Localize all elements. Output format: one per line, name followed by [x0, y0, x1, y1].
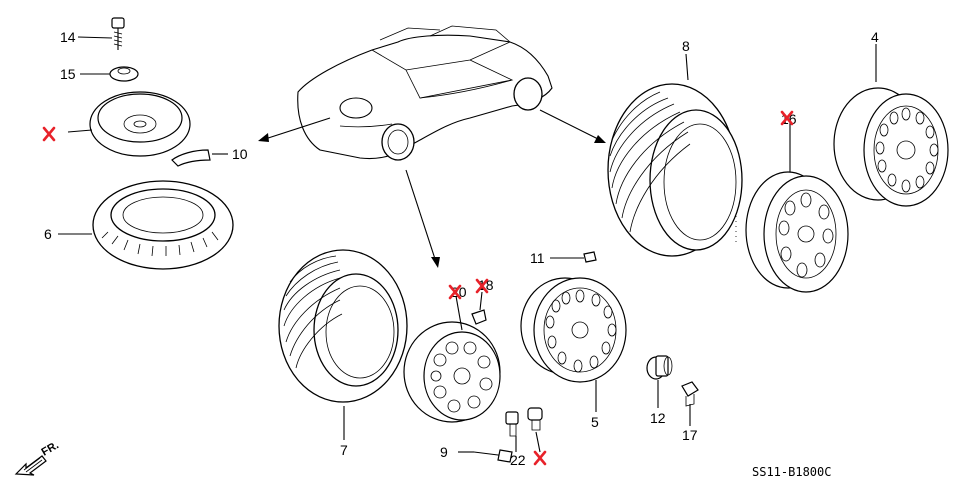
leader-arrows — [258, 109, 606, 268]
fr-label: FR. — [40, 439, 61, 458]
x-mark-18 — [475, 278, 489, 294]
x-mark-spare-wheel — [42, 126, 56, 142]
leader-lines — [58, 36, 877, 453]
car-outline — [297, 25, 553, 161]
label-10: 10 — [232, 146, 248, 162]
wheel-4-icon — [833, 87, 949, 207]
x-mark-16 — [780, 110, 794, 126]
spare-wheel-label-sticker-icon — [171, 149, 211, 167]
hold-down-bolt-icon — [111, 17, 125, 50]
label-11: 11 — [530, 250, 545, 266]
center-cap-18-icon — [471, 309, 487, 325]
x-mark-nut — [533, 450, 547, 466]
label-18: 18 — [478, 277, 494, 293]
label-17: 17 — [682, 427, 698, 443]
label-9: 9 — [440, 444, 448, 460]
label-5: 5 — [591, 414, 599, 430]
label-7: 7 — [340, 442, 348, 458]
label-20: 20 — [451, 284, 467, 300]
red-x-marks — [42, 110, 794, 466]
label-14: 14 — [60, 29, 76, 45]
label-22: 22 — [510, 452, 526, 468]
front-direction-arrow-icon: FR. — [14, 439, 61, 476]
nut-x-icon — [527, 407, 543, 431]
spacer-cone-icon — [109, 66, 139, 82]
spare-tire-icon — [92, 180, 234, 270]
nut-22-icon — [505, 411, 519, 437]
wheel-5-icon — [520, 277, 627, 383]
valve-stem-9-icon — [473, 449, 513, 463]
wheel-20-icon — [403, 321, 501, 423]
label-6: 6 — [44, 226, 52, 242]
spare-wheel-rim-icon — [89, 91, 191, 157]
label-8: 8 — [682, 38, 690, 54]
label-12: 12 — [650, 410, 666, 426]
label-4: 4 — [871, 29, 879, 45]
x-mark-20 — [448, 284, 462, 300]
tire-8-icon — [607, 83, 743, 257]
label-15: 15 — [60, 66, 76, 82]
drawing-code: SS11-B1800C — [752, 465, 831, 479]
fuel-cap-icon — [339, 97, 373, 119]
lock-nut-12-icon — [646, 355, 673, 380]
lug-nut-17-icon — [681, 381, 699, 407]
wheel-16-icon — [745, 171, 849, 293]
part-labels: 14 15 10 6 8 4 11 7 9 22 5 12 17 20 18 1… — [44, 29, 879, 468]
tire-7-icon — [278, 249, 408, 403]
valve-weight-11-icon — [583, 251, 597, 263]
